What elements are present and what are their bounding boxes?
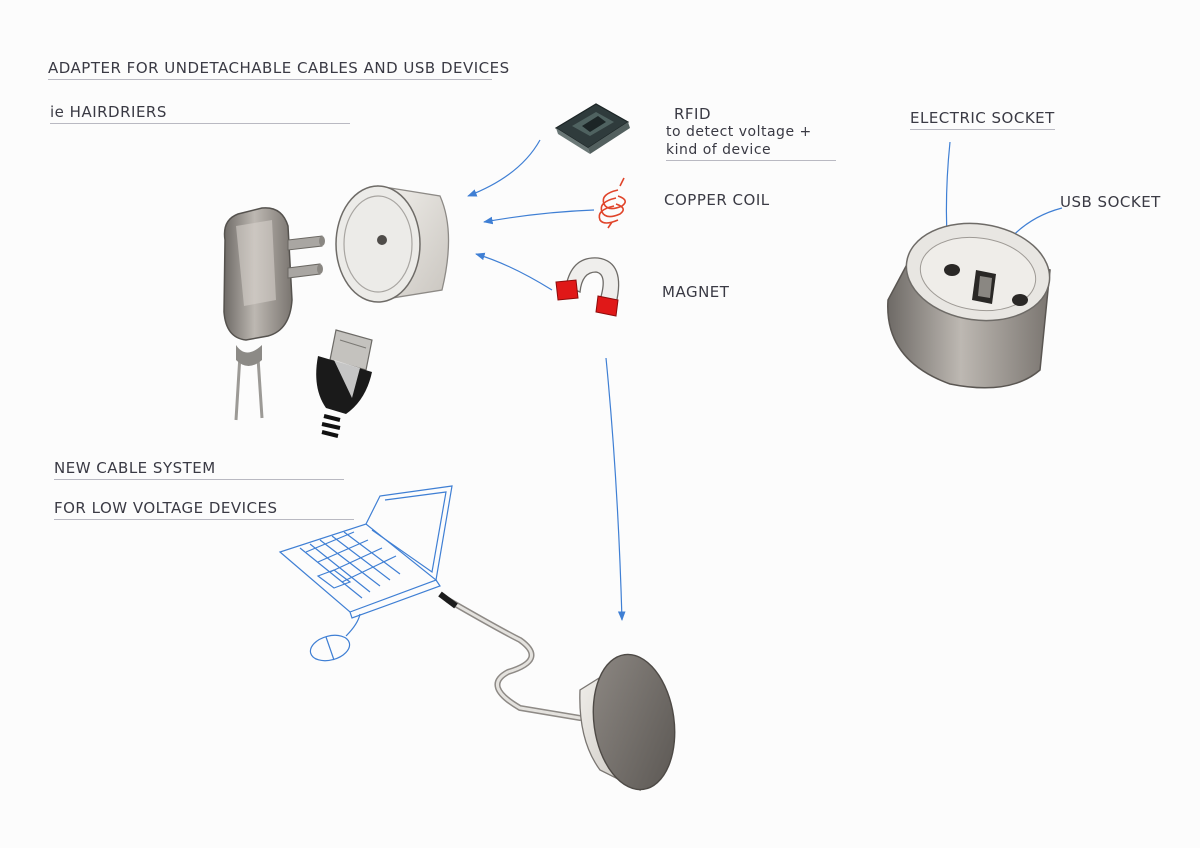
cable-puck-drawing xyxy=(438,591,676,792)
label-magnet: MAGNET xyxy=(662,283,730,301)
copper-coil-drawing xyxy=(598,177,626,229)
label-rfid: RFID xyxy=(674,105,712,123)
laptop-drawing xyxy=(278,485,453,619)
heading-new-cable: NEW CABLE SYSTEM xyxy=(54,459,344,481)
plug-drawing xyxy=(223,207,325,421)
magnet-drawing xyxy=(555,257,620,317)
label-electric-socket: ELECTRIC SOCKET xyxy=(910,109,1055,131)
socket-drawing xyxy=(887,222,1051,389)
rfid-chip-drawing xyxy=(554,103,630,154)
label-rfid-line2: kind of device xyxy=(666,142,836,162)
arrows xyxy=(467,139,1063,621)
label-copper-coil: COPPER COIL xyxy=(664,191,770,209)
label-rfid-line1: to detect voltage + xyxy=(666,124,812,140)
heading-adapter: ADAPTER FOR UNDETACHABLE CABLES AND USB … xyxy=(48,59,509,81)
label-usb-socket: USB SOCKET xyxy=(1060,193,1161,211)
usb-plug-drawing xyxy=(316,329,373,438)
heading-low-voltage: FOR LOW VOLTAGE DEVICES xyxy=(54,499,354,521)
heading-example: ie HAIRDRIERS xyxy=(50,103,350,125)
adapter-ring-drawing xyxy=(335,185,450,303)
mouse-drawing xyxy=(309,613,361,662)
